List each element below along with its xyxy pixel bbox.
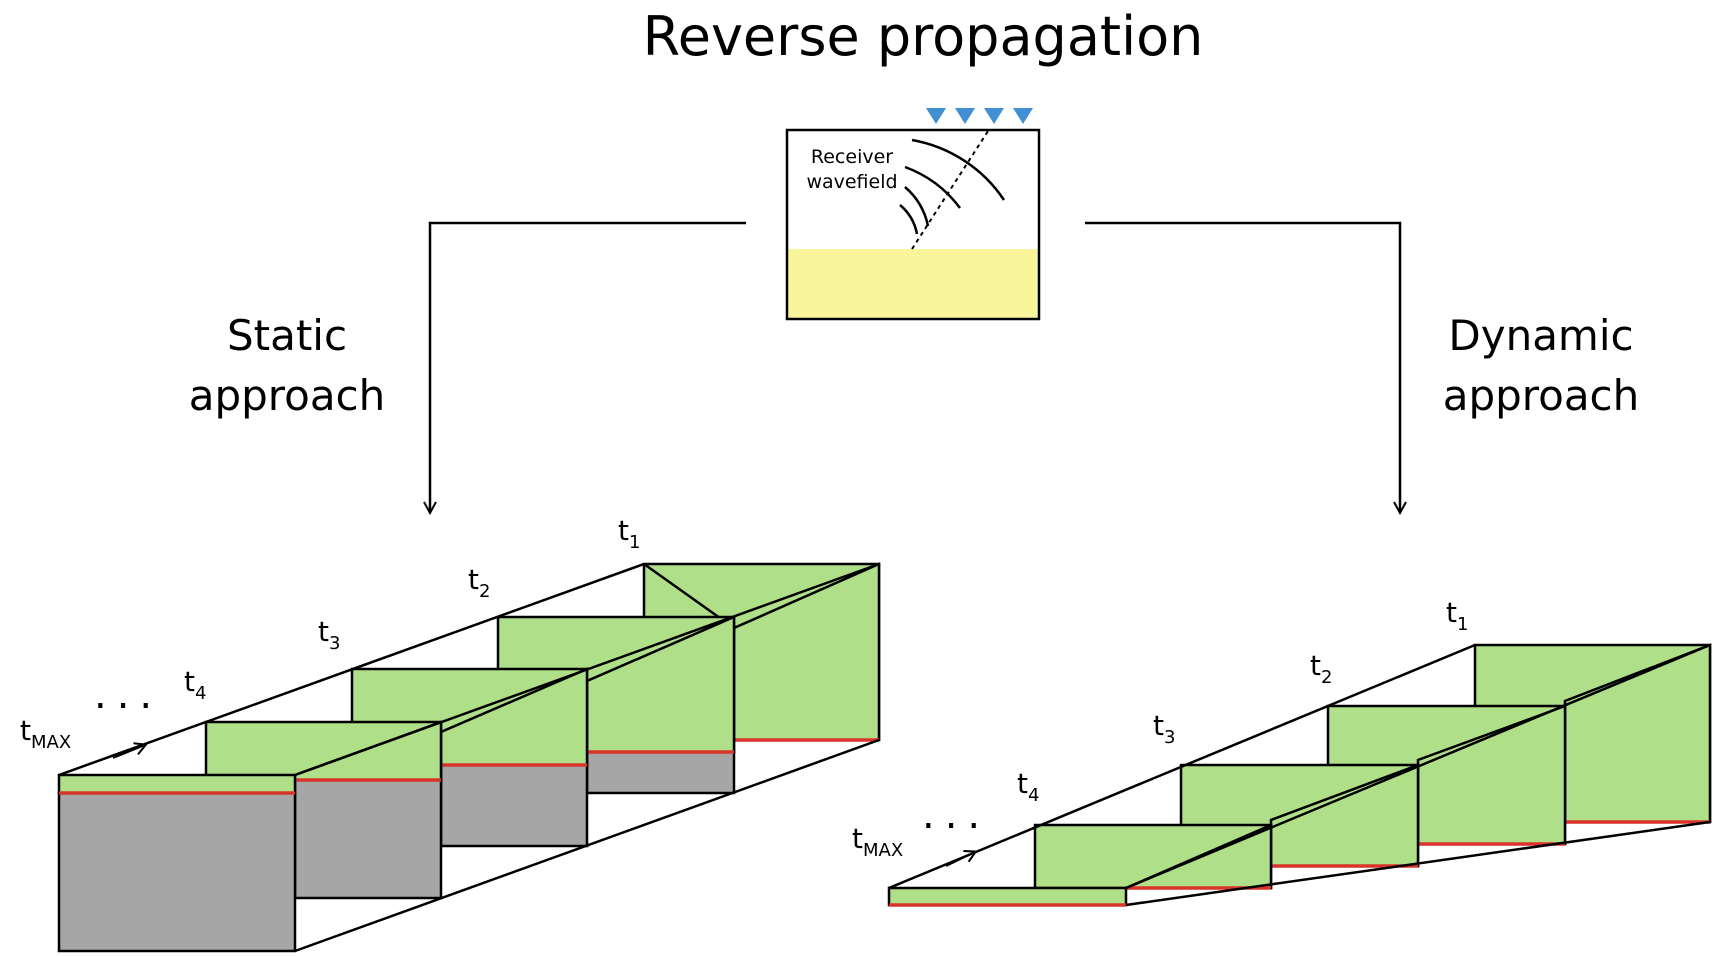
dynamic-time-labels: t1 t2 t3 t4 ... tMAX: [852, 596, 1468, 867]
dynamic-t1-label: t1: [1446, 596, 1468, 635]
static-branch-arrow: [430, 221, 746, 512]
static-time-labels: t1 t2 t3 t4 ... tMAX: [20, 514, 640, 759]
dynamic-card-tmax: [887, 886, 1128, 907]
receiver-triangle: [1013, 108, 1033, 124]
static-label-line1: Static: [227, 311, 347, 360]
dynamic-card-t4: [1033, 823, 1273, 890]
dynamic-label-line2: approach: [1443, 371, 1640, 420]
dynamic-branch-arrow: [1085, 221, 1400, 512]
diagram-title: Reverse propagation: [643, 5, 1204, 68]
receiver-triangle: [955, 108, 975, 124]
static-t4-label: t4: [184, 665, 206, 704]
static-t1-label: t1: [618, 514, 640, 553]
inset-yellow-layer: [787, 249, 1039, 319]
static-label-line2: approach: [189, 371, 386, 420]
inset-label-line1: Receiver: [811, 146, 893, 168]
dynamic-label-line1: Dynamic: [1448, 311, 1633, 360]
dynamic-ellipsis: ...: [922, 792, 990, 838]
dynamic-tmax-label: tMAX: [852, 822, 903, 861]
static-t3-label: t3: [318, 615, 340, 654]
receiver-triangle: [926, 108, 946, 124]
static-approach-figure: t1 t2 t3 t4 ... tMAX: [20, 514, 881, 953]
receivers: [926, 108, 1033, 124]
dynamic-t2-label: t2: [1310, 649, 1332, 688]
wavefront-arcs: [899, 138, 1006, 235]
static-ellipsis: ...: [94, 672, 162, 718]
static-t2-label: t2: [468, 563, 490, 602]
static-time-arrow: [112, 745, 145, 759]
dynamic-approach-figure: t1 t2 t3 t4 ... tMAX: [852, 596, 1712, 907]
dynamic-t3-label: t3: [1153, 709, 1175, 748]
static-card-tmax: [57, 773, 297, 953]
static-tmax-label: tMAX: [20, 714, 71, 753]
dynamic-t4-label: t4: [1017, 767, 1039, 806]
dynamic-time-arrow: [945, 852, 975, 867]
inset-frame: [785, 128, 1041, 321]
receiver-wavefield-inset: Receiver wavefield: [785, 108, 1041, 321]
static-card-t4: [204, 720, 443, 900]
static-card-t3: [350, 667, 589, 848]
ray-dashed-line: [911, 127, 991, 250]
receiver-triangle: [984, 108, 1004, 124]
inset-label-line2: wavefield: [806, 171, 897, 193]
